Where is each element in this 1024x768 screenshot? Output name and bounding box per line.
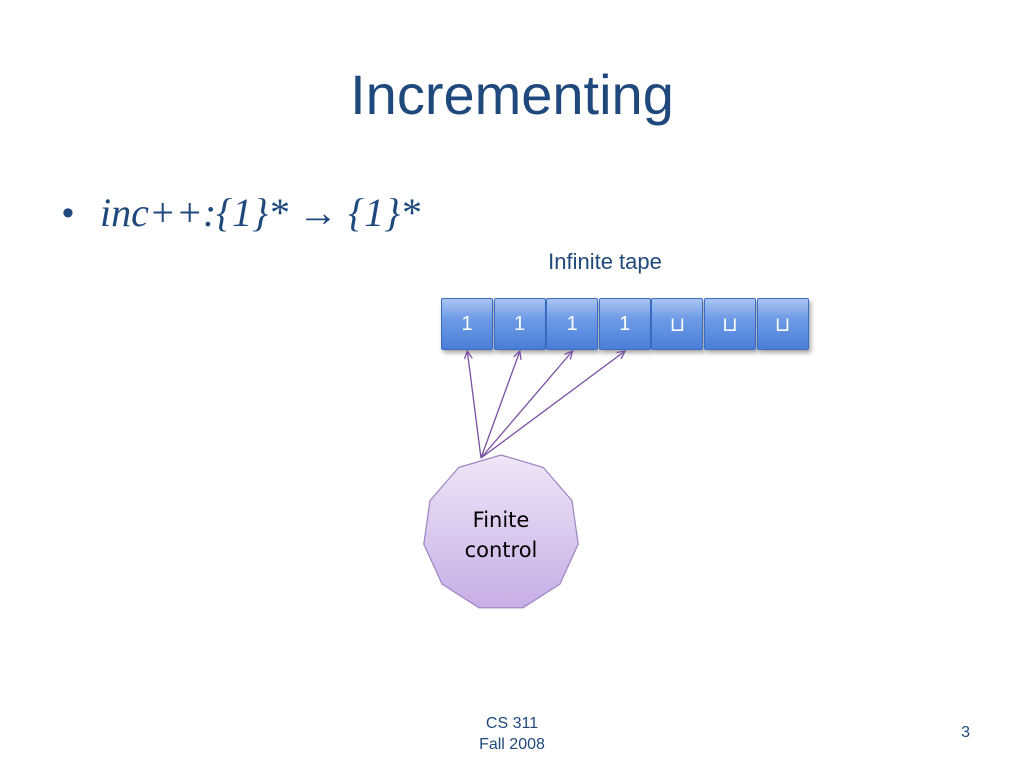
- bullet-dot: •: [62, 194, 74, 232]
- control-to-cell-arrow: [480, 351, 625, 459]
- bullet-text: inc++:{1}* → {1}*: [100, 190, 421, 235]
- arrow-group: [467, 351, 625, 459]
- control-to-cell-arrow: [467, 351, 482, 459]
- finite-control-shape: [423, 454, 579, 609]
- tape-cell: ⊔: [651, 298, 704, 350]
- tape-cell: ⊔: [756, 298, 809, 350]
- control-line-1: Finite: [472, 508, 530, 532]
- tape-cell: 1: [598, 298, 651, 350]
- slide-title: Incrementing: [350, 63, 674, 126]
- control-to-cell-arrow: [480, 351, 520, 459]
- tape-cell: ⊔: [703, 298, 756, 350]
- footer: CS 311 Fall 2008: [412, 713, 612, 755]
- footer-course: CS 311: [485, 715, 539, 732]
- tape-cell: 1: [441, 298, 493, 350]
- control-to-cell-arrow: [480, 351, 573, 459]
- footer-term: Fall 2008: [479, 736, 545, 753]
- control-line-2: control: [464, 538, 538, 562]
- tape-cell: 1: [546, 298, 599, 350]
- tape-cell: 1: [493, 298, 546, 350]
- finite-control-label: Finite control: [425, 505, 577, 565]
- tape-label: Infinite tape: [548, 249, 662, 274]
- page-number: 3: [961, 724, 970, 741]
